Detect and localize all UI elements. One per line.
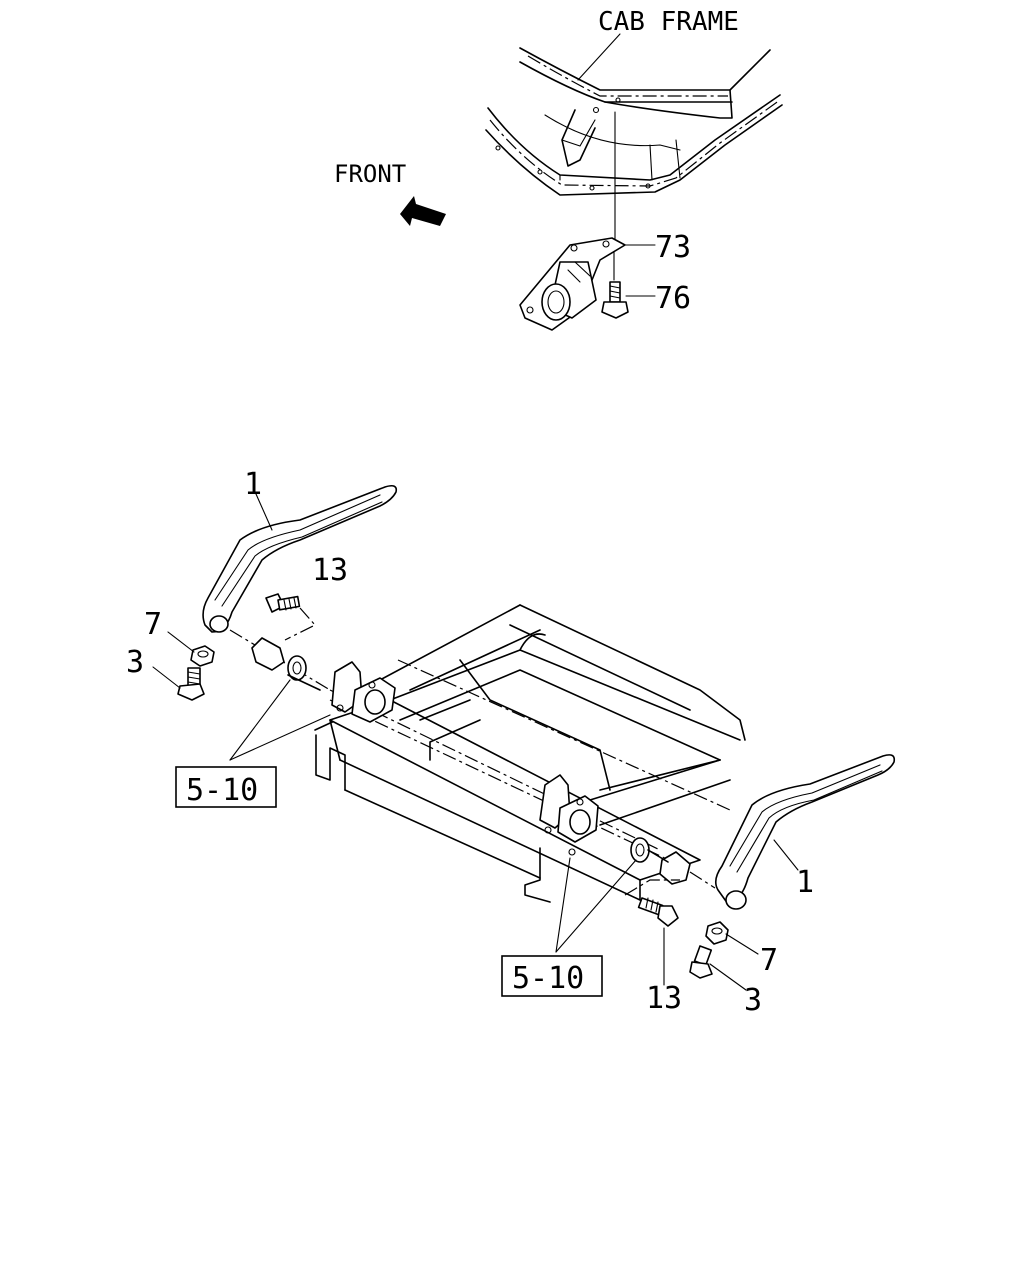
torsion-bar-arm-left xyxy=(202,485,398,633)
bolt-76 xyxy=(601,281,629,319)
chassis-frame xyxy=(314,604,746,903)
right-bracket xyxy=(539,774,599,856)
torsion-bar-arm-right xyxy=(714,754,896,910)
bolt-3-right xyxy=(689,945,713,979)
bushing-left xyxy=(251,637,321,691)
part-13-right-label: 13 xyxy=(646,981,682,1016)
part-1-right-label: 1 xyxy=(796,865,814,900)
part-7-left-label: 7 xyxy=(144,607,162,642)
part-3-right-label: 3 xyxy=(744,983,762,1018)
front-arrow-icon xyxy=(400,196,446,226)
bolt-13-left xyxy=(265,593,301,613)
bolt-3-left xyxy=(177,667,205,701)
nut-7-right xyxy=(705,921,729,945)
part-7-right-label: 7 xyxy=(760,943,778,978)
part-13-left-label: 13 xyxy=(312,553,348,588)
bolt-13-right xyxy=(637,897,679,927)
part-1-left-label: 1 xyxy=(244,467,262,502)
ref-box-left xyxy=(175,766,277,808)
part-3-left-label: 3 xyxy=(126,645,144,680)
nut-7-left xyxy=(190,645,215,667)
cab-mount-bracket xyxy=(519,237,626,331)
ref-right-label: 5-10 xyxy=(512,961,584,996)
cab-frame-label: CAB FRAME xyxy=(598,7,739,37)
bushing-right xyxy=(630,837,691,885)
left-bracket xyxy=(331,661,396,723)
part-73-label: 73 xyxy=(655,230,691,265)
ref-left-label: 5-10 xyxy=(186,773,258,808)
part-76-label: 76 xyxy=(655,281,691,316)
front-label: FRONT xyxy=(334,160,406,188)
cab-frame xyxy=(485,47,783,281)
ref-box-right xyxy=(501,955,603,997)
